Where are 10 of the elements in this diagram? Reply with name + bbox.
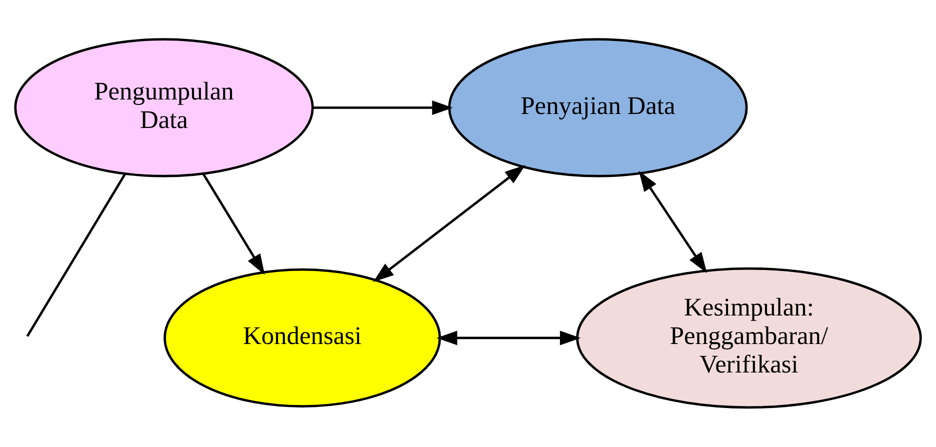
node-ellipse: Pengumpulan Data <box>14 38 314 178</box>
arrow <box>373 164 526 282</box>
arrow <box>638 170 707 274</box>
node-ellipse: Kesimpulan: Penggambaran/ Verifikasi <box>576 267 922 409</box>
arrow <box>202 173 265 275</box>
arrow <box>312 100 453 115</box>
node-ellipse: Penyajian Data <box>448 38 748 178</box>
node-ellipse: Kondensasi <box>164 268 441 408</box>
connector <box>26 173 126 337</box>
arrow <box>436 330 581 346</box>
